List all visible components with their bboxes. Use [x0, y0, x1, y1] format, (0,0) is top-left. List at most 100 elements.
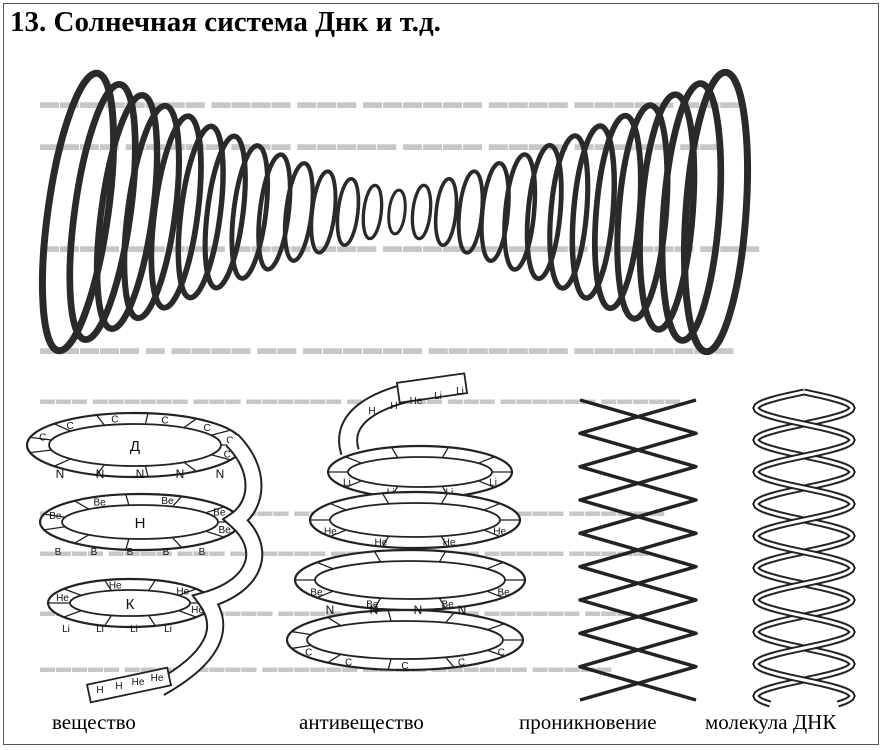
penetration-zigzag-helix	[578, 398, 698, 702]
coil-loop	[335, 177, 361, 247]
ring-segment-label: В	[91, 547, 98, 558]
wave-label: N	[216, 467, 225, 481]
ring-segment-label: Li	[343, 478, 351, 489]
ring-segment-divider	[53, 423, 71, 432]
ring-segment-divider	[96, 464, 106, 476]
ring-segment-label: Не	[443, 537, 456, 548]
ring-segment-label: Li	[62, 624, 70, 635]
background-text-line: ▬▬▬ ▬▬▬▬▬ ▬▬▬▬ ▬▬▬ ▬▬▬▬▬▬ ▬▬▬▬ ▬▬▬▬▬ ▬▬▬	[40, 92, 741, 113]
ring-segment-divider	[487, 649, 505, 657]
wave-label: N	[326, 603, 335, 617]
background-text-line: ▬▬▬▬ ▬▬▬▬▬ ▬▬▬ ▬▬▬▬▬ ▬▬▬▬ ▬▬▬▬ ▬▬▬▬▬ ▬▬	[40, 134, 721, 155]
ring-segment-label: С	[161, 415, 168, 426]
ring-segment-divider	[345, 456, 362, 464]
ring-segment-label: Ве	[442, 599, 455, 610]
top-strip-label: Li	[434, 391, 442, 402]
ring-segment-divider	[329, 529, 347, 538]
ring-segment-divider	[210, 454, 231, 461]
image-frame	[3, 3, 879, 745]
ring-band-inner	[347, 456, 493, 488]
ring-segment-divider	[487, 623, 505, 631]
top-strip-label: Не	[410, 396, 423, 407]
ring-segment-divider	[144, 413, 149, 425]
tail-label: Не	[132, 677, 145, 688]
ring-segment-label: С	[401, 661, 408, 672]
ring-segment-label: Ве	[49, 511, 62, 522]
caption-antimatter: антивещество	[299, 710, 424, 734]
ring-segment-divider	[387, 610, 392, 622]
ring-segment-label: С	[39, 433, 46, 444]
antimatter-spiral-coil: LiLiLiLiНеНеНеНеВеВеВеВеСССССНННеLiLiNNN…	[285, 372, 527, 672]
background-text-line: ▬▬▬▬ ▬▬▬▬ ▬▬▬ ▬▬▬▬▬▬ ▬▬▬▬ ▬▬▬▬▬ ▬▬▬▬▬ ▬▬…	[40, 544, 650, 560]
ring-segment-divider	[316, 561, 334, 570]
ring-segment-label: В	[55, 547, 62, 558]
wave-label: N	[56, 467, 65, 481]
ring-segment-divider	[291, 644, 312, 650]
ring-segment-divider	[125, 538, 130, 550]
ring-segment-divider	[483, 529, 501, 538]
ring-segment-label: Ве	[310, 587, 323, 598]
ring-segment-label: Li	[489, 478, 497, 489]
ring-segment-divider	[210, 429, 231, 436]
coil-loop	[524, 142, 564, 282]
coil-loop	[410, 183, 433, 241]
coil-loop	[569, 123, 617, 301]
ring-segment-label: С	[345, 657, 352, 668]
helix-strand	[578, 398, 698, 702]
wave-label: N	[176, 467, 185, 481]
ring-segment-label: Li	[130, 624, 138, 635]
tail-label: Н	[96, 685, 103, 696]
dna-double-helix	[752, 388, 856, 708]
ring-segment-divider	[478, 480, 495, 488]
ring-segment-label: В	[199, 547, 206, 558]
ring-segment-divider	[63, 610, 82, 618]
ring-segment-label: Li	[96, 624, 104, 635]
coil-loop	[256, 152, 293, 272]
ring-segment-divider	[171, 496, 183, 507]
ring-segment-label: В	[163, 547, 170, 558]
ring-segment-divider	[381, 535, 390, 547]
coil-loop	[547, 133, 591, 291]
ring-segment-divider	[478, 456, 495, 464]
tail-label: Не	[151, 673, 164, 684]
background-text-line: ▬▬▬▬▬ ▬ ▬▬▬▬ ▬▬ ▬▬▬▬▬▬ ▬▬▬▬▬▬▬ ▬▬▬▬▬▬▬▬	[40, 338, 735, 359]
ring-segment-label: Не	[324, 526, 337, 537]
ring-center-label: К	[126, 596, 135, 613]
ring-segment-label: Не	[109, 580, 122, 591]
ring-segment-divider	[43, 513, 66, 518]
ring-segment-label: С	[305, 647, 312, 658]
ring-segment-label: С	[224, 449, 231, 460]
ring-segment-label: С	[66, 421, 73, 432]
ring-segment-divider	[486, 561, 504, 570]
ring-segment-divider	[291, 630, 312, 636]
coil-loop	[681, 68, 751, 356]
ring-segment-label: С	[111, 415, 118, 426]
ring-segment-divider	[43, 526, 66, 531]
ring-segment-divider	[53, 458, 71, 467]
ring-segment-divider	[387, 658, 392, 670]
top-strip-label: Н	[368, 406, 375, 417]
coil-loop	[658, 80, 725, 344]
ring-segment-label: Ве	[366, 599, 379, 610]
wave-label: N	[458, 603, 467, 617]
ring-band-inner	[314, 560, 506, 600]
spiral-strip-fill	[156, 435, 262, 695]
background-text-line: ▬▬▬ ▬▬▬▬▬▬ ▬▬▬ ▬▬▬▬▬▬ ▬▬▬▬▬▬ ▬▬▬ ▬▬▬▬▬▬ …	[40, 392, 682, 408]
tail-strip	[85, 666, 173, 704]
coil-loop	[479, 161, 511, 263]
ring-segment-divider	[74, 534, 90, 544]
ring-segment-label: Ве	[213, 508, 226, 519]
coil-loop	[229, 143, 271, 281]
coil-loop	[309, 169, 338, 255]
ring-segment-divider	[30, 436, 52, 441]
coil-loop	[387, 188, 407, 236]
ring-segment-divider	[178, 588, 197, 596]
ring-segment-label: Ве	[219, 525, 232, 536]
ring-segment-divider	[147, 615, 156, 627]
ring-segment-label: Не	[191, 605, 204, 616]
hourglass-spiral-coil	[38, 68, 751, 356]
ring-band-inner	[306, 620, 504, 660]
ring-segment-label: Не	[56, 593, 69, 604]
ring-segment-label: С	[203, 423, 210, 434]
